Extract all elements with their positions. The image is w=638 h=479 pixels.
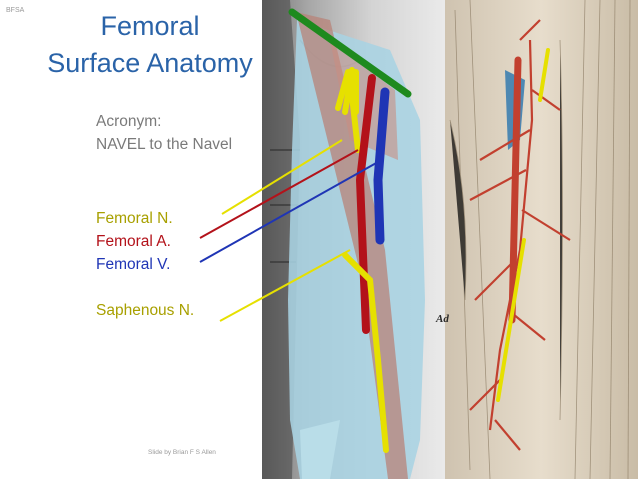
knee-patch bbox=[300, 420, 340, 479]
label-femoral-artery: Femoral A. bbox=[96, 233, 171, 250]
nerve-lower bbox=[496, 238, 526, 402]
label-femoral-nerve: Femoral N. bbox=[96, 210, 173, 227]
femoral-artery bbox=[355, 74, 376, 334]
acronym-text: NAVEL to the Navel bbox=[96, 136, 233, 153]
artery-trunk bbox=[508, 56, 522, 324]
leader-nerve bbox=[221, 139, 343, 215]
label-femoral-vein: Femoral V. bbox=[96, 256, 171, 273]
acronym-block: Acronym: NAVEL to the Navel bbox=[96, 110, 232, 156]
dissection-engraving: Ad bbox=[435, 0, 638, 479]
label-saphenous-nerve: Saphenous N. bbox=[96, 302, 195, 319]
leader-artery bbox=[199, 149, 359, 239]
title-line-2: Surface Anatomy bbox=[47, 48, 253, 78]
acronym-label: Acronym: bbox=[96, 113, 162, 130]
inguinal-ligament bbox=[288, 8, 412, 98]
structure-labels: Femoral N. Femoral A. Femoral V. Sapheno… bbox=[96, 207, 194, 322]
nerve-top bbox=[538, 48, 550, 102]
leader-saphenous bbox=[219, 249, 351, 322]
label-spacer bbox=[96, 276, 194, 299]
femoral-nerve bbox=[335, 67, 361, 153]
leader-vein bbox=[199, 161, 379, 263]
slide-credit: Slide by Brian F S Allen bbox=[148, 449, 216, 456]
corner-tag: BFSA bbox=[6, 7, 25, 14]
slide-title: Femoral Surface Anatomy bbox=[0, 8, 300, 82]
saphenous-nerve bbox=[342, 252, 389, 453]
artery-branches bbox=[469, 19, 571, 451]
title-line-1: Femoral bbox=[100, 11, 200, 41]
femoral-vein bbox=[373, 87, 390, 245]
engraving-label-ad: Ad bbox=[435, 313, 449, 325]
